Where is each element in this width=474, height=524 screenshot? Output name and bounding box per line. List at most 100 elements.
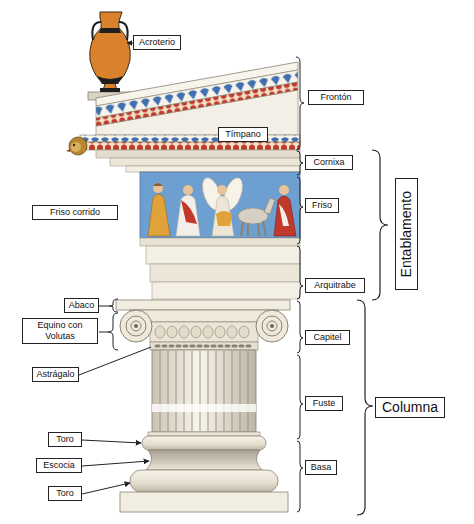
part-label-box: Tímpano <box>218 127 268 142</box>
part-label-box: Toro <box>48 432 82 447</box>
part-label-box: Frontón <box>308 90 364 105</box>
volute-spiral <box>126 316 146 336</box>
volute-spiral <box>262 316 282 336</box>
echinus-egg <box>215 326 225 338</box>
cornice-moulding <box>110 158 300 166</box>
bracket <box>297 246 303 299</box>
part-label-box: Toro <box>48 486 82 501</box>
part-label-box: Acroterio <box>133 35 181 50</box>
volute <box>256 310 288 342</box>
part-name: Abaco <box>67 300 96 311</box>
echinus-egg <box>155 326 165 338</box>
bracket <box>109 299 118 312</box>
frieze-sash <box>216 211 232 226</box>
part-name: Capitel <box>308 332 347 343</box>
leader-arrow <box>82 461 149 466</box>
frieze-head <box>183 185 193 195</box>
lion-face <box>71 142 81 152</box>
lion-mouth <box>66 149 70 152</box>
architrave-moulding <box>140 238 300 246</box>
architrave-fascia <box>150 264 300 282</box>
part-name: Frontón <box>311 92 361 103</box>
egg-band <box>96 82 298 126</box>
frieze-figure <box>212 196 234 236</box>
volute-spiral <box>267 321 277 331</box>
part-label-box: Capitel <box>305 330 350 345</box>
part-label-box: Arquitrabe <box>305 278 365 293</box>
part-name: Tímpano <box>221 129 265 140</box>
architrave-fascia <box>152 282 300 299</box>
part-label-box: Abaco <box>64 298 99 313</box>
part-label-box: Entablamento <box>395 178 418 290</box>
bracket <box>297 301 303 353</box>
frieze-figure <box>148 194 170 236</box>
leader-line <box>79 347 151 375</box>
part-name: Basa <box>308 462 334 473</box>
echinus-egg <box>191 326 201 338</box>
echinus-egg <box>203 326 213 338</box>
volute-eye <box>134 324 138 328</box>
leader-line <box>99 332 108 333</box>
upper-torus <box>142 436 266 450</box>
frieze-background <box>140 172 300 238</box>
part-name: Entablamento <box>398 191 415 277</box>
echinus <box>150 322 258 342</box>
echinus-egg <box>239 326 249 338</box>
part-name: Arquitrabe <box>308 280 362 291</box>
echinus-egg <box>179 326 189 338</box>
frieze-horse-legs <box>241 221 266 236</box>
bracket <box>297 177 303 244</box>
frieze-horse-neck <box>264 198 275 214</box>
acroterion-vase <box>90 12 131 90</box>
base-fillet <box>148 432 260 436</box>
part-name: Escocia <box>39 460 79 471</box>
echinus-egg <box>167 326 177 338</box>
part-label-box: Friso <box>305 198 339 213</box>
architrave-fascia <box>146 246 300 264</box>
vase-handle <box>92 22 101 40</box>
part-name: Friso corrido <box>35 207 115 218</box>
frieze-figure <box>176 195 200 236</box>
column-shaft <box>152 350 256 432</box>
bracket <box>297 151 303 175</box>
leader-arrow <box>82 440 141 443</box>
vase-foot <box>100 88 120 92</box>
leader-arrow <box>82 483 130 494</box>
frieze-head <box>217 185 227 195</box>
bracket <box>297 355 303 439</box>
vase-handle <box>119 22 128 40</box>
echinus-egg <box>227 326 237 338</box>
part-label-box: Cornixa <box>305 155 353 170</box>
brace <box>357 300 373 515</box>
egg-and-dart <box>155 326 249 338</box>
frieze-head <box>153 183 163 193</box>
frieze-drape <box>279 204 289 226</box>
abacus <box>116 300 290 310</box>
bracket <box>108 313 118 350</box>
cornice-eggs <box>80 142 300 150</box>
cornice-moulding <box>126 166 300 172</box>
part-name: Columna <box>378 399 442 416</box>
frieze-cloak <box>181 200 197 224</box>
part-label-box: Fuste <box>305 396 343 411</box>
part-label-box: Equino con Volutas <box>22 318 98 344</box>
bracket <box>297 441 303 512</box>
bracket <box>296 57 304 150</box>
part-name: Equino con Volutas <box>25 320 95 342</box>
volute <box>120 310 152 342</box>
vase-band <box>99 28 121 33</box>
brace <box>372 150 388 300</box>
cornice-soffit <box>96 150 300 158</box>
part-label-box: Columna <box>375 397 445 418</box>
part-label-box: Escocia <box>36 458 82 473</box>
part-name: Toro <box>51 488 79 499</box>
part-label-box: Friso corrido <box>32 205 118 220</box>
part-name: Acroterio <box>136 37 178 48</box>
frieze-hair <box>153 183 163 186</box>
part-name: Fuste <box>308 398 340 409</box>
volute-eye <box>270 324 274 328</box>
shaft-flutes <box>160 351 248 431</box>
